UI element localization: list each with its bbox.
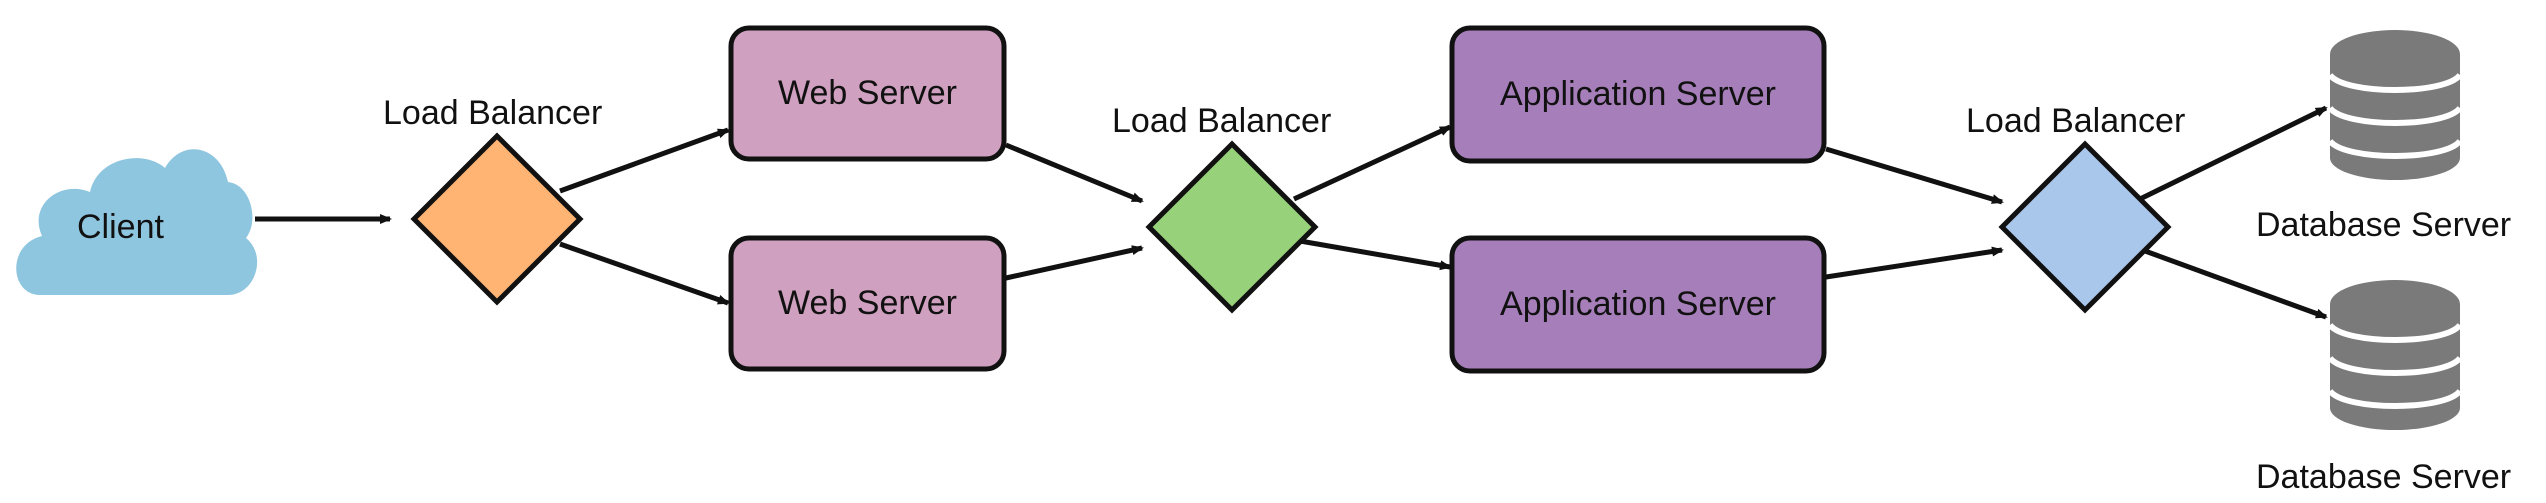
database-icon bbox=[2327, 280, 2463, 430]
edge-web1-to-lb2 bbox=[1005, 142, 1144, 204]
application-server-label: Application Server bbox=[1500, 285, 1776, 323]
database-server-label: Database Server bbox=[2256, 206, 2512, 244]
edge-lb2-to-app1 bbox=[1292, 124, 1452, 202]
load-balancer-label: Load Balancer bbox=[1966, 102, 2186, 140]
cloud-icon bbox=[16, 149, 258, 295]
edge-lb3-to-db2 bbox=[2144, 248, 2328, 320]
database-server-label: Database Server bbox=[2256, 458, 2512, 496]
database-icon bbox=[2327, 30, 2463, 180]
application-server-label: Application Server bbox=[1500, 75, 1776, 113]
edge-app2-to-lb3 bbox=[1825, 246, 2004, 280]
load-balancer-label: Load Balancer bbox=[383, 94, 603, 132]
web-server-label: Web Server bbox=[778, 74, 957, 112]
client-node bbox=[16, 149, 258, 295]
edge-lb1-to-web1 bbox=[559, 127, 730, 194]
diamond-icon bbox=[1145, 140, 1319, 314]
application-server-box bbox=[1449, 235, 1827, 374]
connection-lines bbox=[255, 105, 2328, 320]
load-balancer-label: Load Balancer bbox=[1112, 102, 1332, 140]
client-label: Client bbox=[77, 208, 164, 246]
edge-lb1-to-web2 bbox=[559, 241, 730, 306]
edge-lb3-to-db1 bbox=[2138, 105, 2328, 202]
edge-web2-to-lb2 bbox=[1005, 245, 1144, 281]
application-server-box bbox=[1449, 25, 1827, 164]
diamond-icon bbox=[1998, 140, 2172, 314]
edge-lb2-to-app2 bbox=[1299, 238, 1452, 271]
edge-app1-to-lb3 bbox=[1825, 146, 2004, 205]
web-server-box bbox=[728, 25, 1007, 162]
diamond-icon bbox=[410, 132, 584, 306]
web-server-label: Web Server bbox=[778, 284, 957, 322]
web-server-box bbox=[728, 235, 1007, 372]
